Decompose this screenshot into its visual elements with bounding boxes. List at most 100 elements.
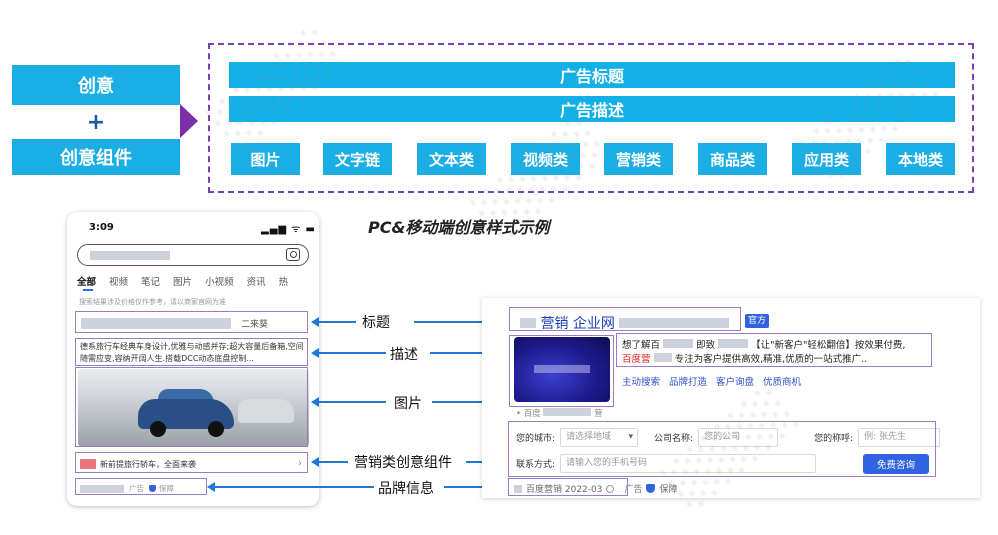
wheel xyxy=(208,421,224,437)
highlight-pc-title xyxy=(509,307,741,331)
link-customer-inquiry[interactable]: 客户询盘 xyxy=(716,377,755,388)
label-desc: 描述 xyxy=(390,347,418,363)
desc-part: 即致 xyxy=(696,340,716,351)
desc-part: 想了解百 xyxy=(622,340,661,351)
search-tabs: 全部 视频 笔记 图片 小视频 资讯 热 xyxy=(77,274,313,288)
label-marketing: 营销类创意组件 xyxy=(354,455,452,471)
tab-short-video[interactable]: 小视频 xyxy=(205,277,234,288)
name-label: 您的称呼: xyxy=(814,434,854,444)
highlight-mobile-brand xyxy=(75,478,207,495)
title-blurred xyxy=(81,318,231,329)
shield-icon xyxy=(149,485,156,492)
marketing-component[interactable]: 新前提旅行轿车，全面来袭 › xyxy=(80,456,306,472)
city-select[interactable]: 请选择地域 ▾ xyxy=(560,428,639,447)
chevron-down-icon: ▾ xyxy=(628,432,634,442)
form-row-2: 联系方式: 请输入您的手机号码 xyxy=(516,454,817,473)
pc-ad-description: 想了解百 即致 【让"新客户"轻松翻倍】按效果付费, 百度营 专注为客户提供高效… xyxy=(622,339,932,367)
company-label: 公司名称: xyxy=(654,434,694,444)
brand-info: 广告 保障 xyxy=(80,483,174,494)
tag-local: 本地类 xyxy=(886,143,955,175)
pc-source: • 百度 营 xyxy=(516,407,603,419)
ad-title-bar: 广告标题 xyxy=(229,62,955,88)
arrow-to-mobile-desc xyxy=(311,348,386,358)
free-consult-button[interactable]: 免费咨询 xyxy=(863,454,929,474)
ad-desc-bar: 广告描述 xyxy=(229,96,955,122)
highlight-mobile-title xyxy=(75,311,308,333)
tag-text-link: 文字链 xyxy=(323,143,392,175)
image-text-blurred xyxy=(534,365,590,373)
form-row-1: 您的城市: 请选择地域 ▾ 公司名称: 您的公司 您的称呼: 例: 张先生 xyxy=(516,428,941,447)
pc-title-part: 营销 xyxy=(540,316,569,332)
tab-video[interactable]: 视频 xyxy=(109,277,129,288)
label-brand: 品牌信息 xyxy=(378,481,434,497)
pc-ad-title[interactable]: 营销 企业网 xyxy=(520,313,730,333)
desc-part: 专注为客户提供高效,精准,优质的一站式推广.. xyxy=(674,354,868,365)
wheel xyxy=(150,421,166,437)
search-input[interactable] xyxy=(77,244,309,266)
pc-title-part: 企业网 xyxy=(572,316,615,332)
pc-text-links: 主动搜索 品牌打造 客户询盘 优质商机 xyxy=(622,374,801,388)
pc-ad-image[interactable] xyxy=(514,337,610,402)
blurred-text xyxy=(514,484,522,493)
label-title: 标题 xyxy=(362,315,390,331)
section-title: PC&移动端创意样式示例 xyxy=(368,218,550,237)
arrow-to-mobile-image xyxy=(311,397,386,407)
tab-news[interactable]: 资讯 xyxy=(246,277,266,288)
title-tail: 二来葵 xyxy=(241,320,269,330)
search-query-blurred xyxy=(90,251,170,260)
ad-label: 广告 xyxy=(624,485,643,495)
status-time: 3:09 xyxy=(89,222,114,233)
creative-component-box: 创意组件 xyxy=(12,139,180,175)
phone-input[interactable]: 请输入您的手机号码 xyxy=(560,454,817,473)
highlight-mobile-desc xyxy=(75,338,308,366)
tab-hot[interactable]: 热 xyxy=(278,277,289,288)
brand-ad-label: 广告 xyxy=(129,484,144,493)
info-icon[interactable] xyxy=(606,484,615,493)
creative-elements-frame xyxy=(208,43,974,193)
plus-sign: + xyxy=(86,110,106,135)
city-placeholder: 请选择地域 xyxy=(566,432,612,442)
mobile-example: 3:09 ▂▄▆ ᯤ ▬ 全部 视频 笔记 图片 小视频 资讯 热 搜索结果涉及… xyxy=(67,212,319,506)
ad-image[interactable] xyxy=(78,369,309,447)
marketing-thumb xyxy=(80,459,96,469)
second-car xyxy=(238,399,294,423)
highlight-mobile-marketing xyxy=(75,452,308,473)
company-input[interactable]: 您的公司 xyxy=(698,428,779,447)
name-input[interactable]: 例: 张先生 xyxy=(858,428,941,447)
tag-image: 图片 xyxy=(231,143,300,175)
blurred-text xyxy=(663,339,694,348)
chevron-right-icon: › xyxy=(298,458,302,469)
pc-brand-info: 百度营销 2022-03 广告 保障 xyxy=(514,482,678,495)
blurred-text xyxy=(718,339,749,348)
brand-name-blurred xyxy=(80,484,124,493)
highlight-pc-marketing xyxy=(508,421,936,477)
tab-all[interactable]: 全部 xyxy=(77,277,97,288)
source-text: 营 xyxy=(594,409,603,419)
camera-icon[interactable] xyxy=(286,248,300,261)
blurred-text xyxy=(619,318,730,328)
ad-description: 德系旅行车经典车身设计,优雅与动感并存;超大容量后备箱,空间随需应变,容纳开阔人… xyxy=(80,342,304,363)
tab-notes[interactable]: 笔记 xyxy=(141,277,161,288)
tag-app: 应用类 xyxy=(792,143,861,175)
brand-auth-label: 保障 xyxy=(159,484,174,493)
highlight-pc-desc xyxy=(616,333,932,367)
link-brand-building[interactable]: 品牌打造 xyxy=(669,377,708,388)
highlight-mobile-image xyxy=(75,367,308,447)
tag-video: 视频类 xyxy=(511,143,580,175)
tag-text: 文本类 xyxy=(417,143,486,175)
blurred-text xyxy=(653,353,672,362)
arrow-to-mobile-title xyxy=(311,317,356,327)
price-hint: 搜索结果涉及价格仅作参考，请以商家官网为准 xyxy=(79,298,226,306)
creative-box: 创意 xyxy=(12,65,180,105)
auth-label: 保障 xyxy=(659,485,678,495)
contact-label: 联系方式: xyxy=(516,460,556,470)
link-quality-opportunity[interactable]: 优质商机 xyxy=(763,377,802,388)
link-active-search[interactable]: 主动搜索 xyxy=(622,377,661,388)
desc-part: 【让"新客户"轻松翻倍】按效果付费, xyxy=(751,340,906,351)
tag-product: 商品类 xyxy=(698,143,767,175)
desc-red: 百度营 xyxy=(622,354,651,365)
marketing-text: 新前提旅行轿车，全面来袭 xyxy=(100,459,196,469)
label-image: 图片 xyxy=(394,396,422,412)
shield-icon xyxy=(646,484,656,493)
tab-images[interactable]: 图片 xyxy=(173,277,193,288)
